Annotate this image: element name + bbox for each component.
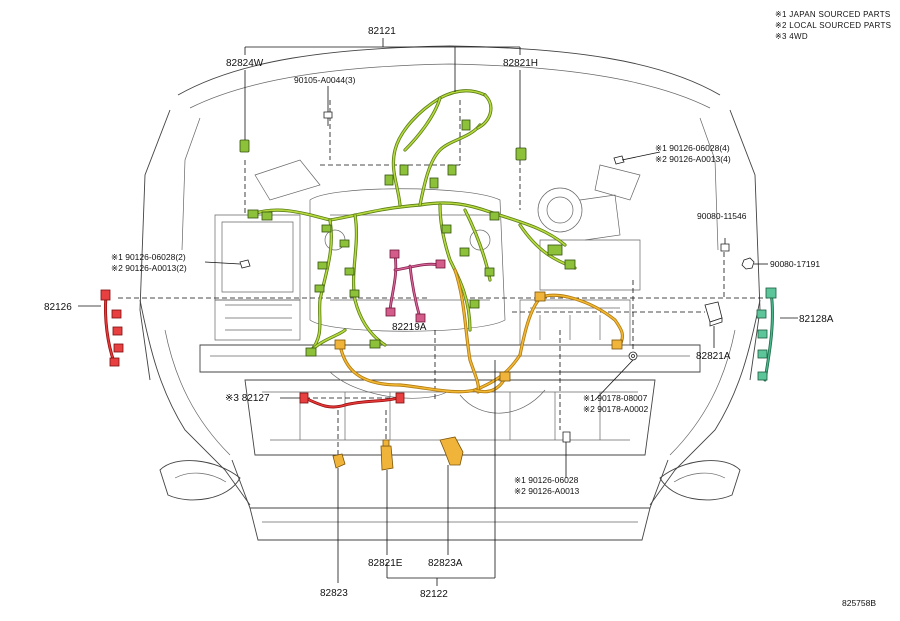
drawing-code: 825758B xyxy=(842,598,876,608)
reference-lines xyxy=(118,100,768,458)
clip-90126-left[interactable] xyxy=(239,259,251,269)
label-82824W[interactable]: 82824W xyxy=(226,58,264,69)
label-82128A[interactable]: 82128A xyxy=(799,314,834,325)
legend-line-1: ※1 JAPAN SOURCED PARTS xyxy=(775,10,891,19)
label-82127[interactable]: ※3 82127 xyxy=(225,393,270,404)
label-90105-A0044[interactable]: 90105-A0044(3) xyxy=(294,75,356,85)
label-90126-06028-left[interactable]: ※1 90126-06028(2) xyxy=(111,252,186,262)
clamp-82821E[interactable] xyxy=(380,439,394,471)
part-labels: 82121 82824W 82821H 90105-A0044(3) ※1 90… xyxy=(44,26,876,608)
side-harness-82126[interactable] xyxy=(100,289,124,367)
label-82219A[interactable]: 82219A xyxy=(392,322,427,333)
bolt-90105-A0044[interactable] xyxy=(323,111,333,126)
label-90126-A0013-left[interactable]: ※2 90126-A0013(2) xyxy=(111,263,187,273)
side-harness-82128A[interactable] xyxy=(756,287,777,382)
label-82823A[interactable]: 82823A xyxy=(428,558,463,569)
label-82821E[interactable]: 82821E xyxy=(368,558,403,569)
label-90080-11546[interactable]: 90080-11546 xyxy=(697,211,747,221)
bolt-90080-11546[interactable] xyxy=(720,238,730,252)
injector-wire-harness[interactable] xyxy=(385,249,446,323)
legend-line-3: ※3 4WD xyxy=(775,32,808,41)
label-82122[interactable]: 82122 xyxy=(420,589,448,600)
label-82121[interactable]: 82121 xyxy=(368,26,396,37)
label-82126[interactable]: 82126 xyxy=(44,302,72,313)
leader-lines xyxy=(78,38,798,586)
label-90126-A0013-bottom[interactable]: ※2 90126-A0013 xyxy=(514,486,580,496)
label-82823[interactable]: 82823 xyxy=(320,588,348,599)
bracket-82823A[interactable] xyxy=(439,436,464,466)
main-engine-wire-harness[interactable] xyxy=(248,89,577,354)
clip-90126-bottom[interactable] xyxy=(562,431,571,443)
label-90126-A0013-top[interactable]: ※2 90126-A0013(4) xyxy=(655,154,731,164)
label-90178-08007[interactable]: ※1 90178-08007 xyxy=(583,393,648,403)
label-90178-A0002[interactable]: ※2 90178-A0002 xyxy=(583,404,649,414)
green-connectors xyxy=(239,119,576,357)
4wd-wire-harness[interactable] xyxy=(299,392,405,409)
nut-90178[interactable] xyxy=(628,351,638,361)
label-90126-06028-top[interactable]: ※1 90126-06028(4) xyxy=(655,143,730,153)
label-82821A[interactable]: 82821A xyxy=(696,351,731,362)
legend-block: ※1 JAPAN SOURCED PARTS ※2 LOCAL SOURCED … xyxy=(775,10,891,41)
legend-line-2: ※2 LOCAL SOURCED PARTS xyxy=(775,21,891,30)
clamp-82823[interactable] xyxy=(332,453,346,469)
label-82821H[interactable]: 82821H xyxy=(503,58,538,69)
clip-90126-top[interactable] xyxy=(613,155,625,165)
bracket-82821A[interactable] xyxy=(704,301,723,327)
engine-room-harness-orange[interactable] xyxy=(334,268,625,394)
label-90080-17191[interactable]: 90080-17191 xyxy=(770,259,820,269)
vehicle-outline xyxy=(139,45,761,541)
label-90126-06028-bottom[interactable]: ※1 90126-06028 xyxy=(514,475,579,485)
nut-90080-17191[interactable] xyxy=(741,257,755,270)
